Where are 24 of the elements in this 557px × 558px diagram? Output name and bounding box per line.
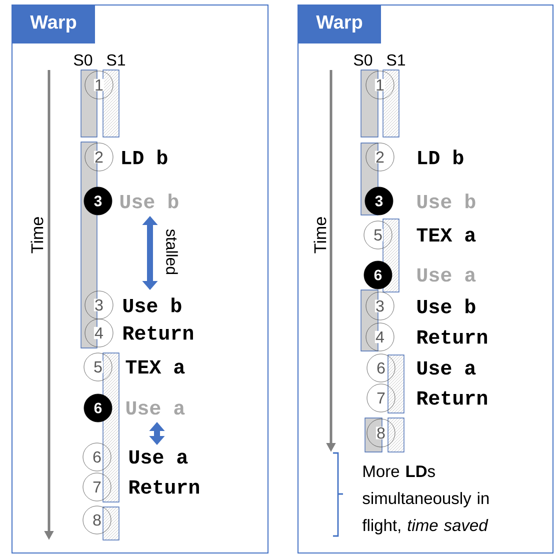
lane-label: S1	[386, 54, 405, 66]
instruction: Use b	[417, 194, 476, 208]
axis-label: Time	[30, 216, 44, 254]
note: More LDs simultaneously in flight, time saved	[362, 466, 489, 534]
instruction: Return	[130, 480, 199, 494]
instruction: Use b	[417, 298, 476, 314]
instruction: LD b	[122, 150, 168, 164]
stall-label: stalled	[166, 229, 178, 274]
lane-label: S0	[74, 54, 92, 66]
instruction: TEX a	[416, 228, 476, 242]
instruction: Return	[418, 391, 487, 405]
instruction: Return	[418, 330, 487, 344]
instruction: TEX a	[126, 360, 185, 374]
instruction: Use a	[417, 361, 476, 375]
instruction: Use a	[417, 268, 476, 282]
axis-label: Time	[314, 216, 326, 254]
instruction: Use b	[120, 194, 178, 208]
instruction: Use b	[123, 298, 182, 312]
instruction: Return	[124, 326, 193, 340]
lane-label: S0	[354, 54, 372, 66]
lane-label: S1	[106, 54, 125, 66]
instruction: Use a	[126, 401, 185, 415]
instruction: LD b	[418, 150, 464, 164]
instruction: Use a	[129, 450, 188, 464]
